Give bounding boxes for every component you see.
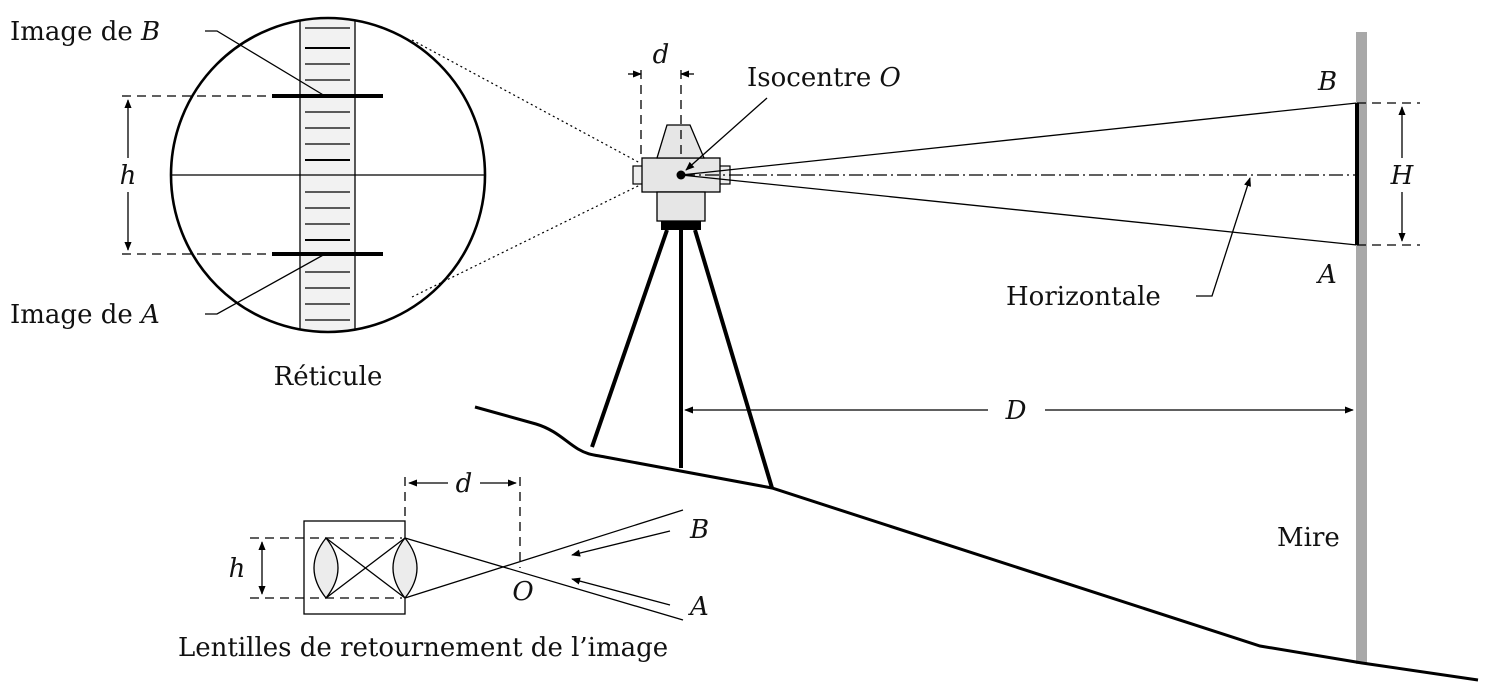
zoom-line-top: [411, 39, 641, 164]
label-b-lens: B: [689, 515, 709, 545]
label-image-a: Image de A: [10, 300, 160, 330]
label-isocentre: Isocentre O: [747, 63, 901, 93]
instrument-base: [656, 191, 706, 222]
label-h-reticle: h: [120, 161, 137, 191]
label-H: H: [1390, 161, 1415, 191]
label-point-b: B: [1317, 67, 1337, 97]
zoom-line-bottom: [411, 184, 641, 298]
lens-right: [392, 536, 418, 600]
label-d-lens: d: [456, 469, 473, 499]
label-reticle: Réticule: [274, 362, 383, 392]
horizontale-leader: [1196, 177, 1251, 297]
sight-line-to-a: [680, 174, 1358, 246]
sight-line-to-b: [680, 102, 1358, 176]
instrument-head: [656, 124, 705, 159]
label-a-lens: A: [688, 592, 709, 622]
label-point-a: A: [1316, 260, 1337, 290]
isocentre-leader: [685, 97, 768, 171]
label-h-lens: h: [229, 554, 246, 584]
label-D: D: [1005, 396, 1027, 426]
label-d-top: d: [653, 40, 670, 70]
label-mire: Mire: [1277, 523, 1340, 553]
reticle-circle: [169, 16, 487, 334]
b-lens-arrow: [571, 530, 671, 557]
reticle-view: h Image de B Image de A Réticule: [10, 16, 487, 392]
inverting-lenses-inset: h d O B A Lentilles de retournement de l…: [178, 469, 709, 663]
level-instrument: [632, 124, 731, 230]
label-o-lens: O: [512, 577, 533, 607]
label-horizontale: Horizontale: [1006, 282, 1161, 312]
ground-profile: [474, 405, 1479, 682]
lens-left: [313, 536, 339, 600]
tripod: [590, 229, 774, 489]
leveling-staff: [1356, 32, 1367, 664]
label-lenses-caption: Lentilles de retournement de l’image: [178, 633, 668, 663]
label-image-b: Image de B: [10, 17, 160, 47]
staff-image: [299, 18, 356, 332]
staff-graduations: [305, 27, 350, 321]
a-lens-arrow: [571, 577, 671, 606]
